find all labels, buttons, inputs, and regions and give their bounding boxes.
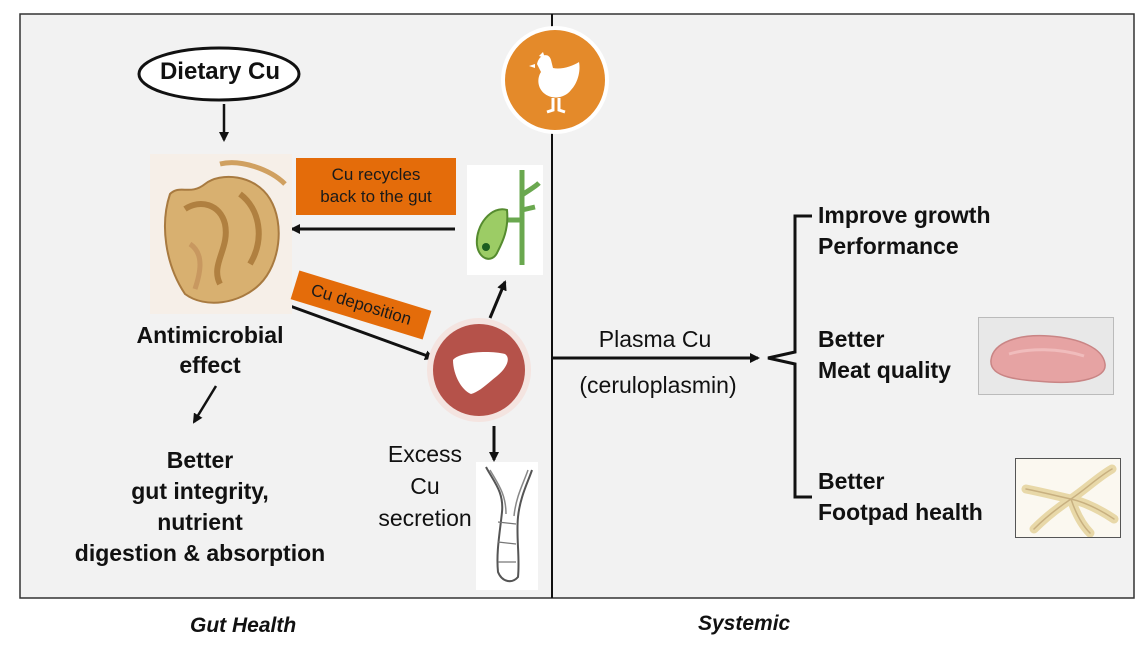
bile-duct-illustration — [476, 462, 538, 590]
dietary-cu-label: Dietary Cu — [159, 58, 281, 85]
caption-systemic: Systemic — [698, 612, 791, 635]
arrow-deposition — [289, 304, 435, 360]
excess-cu-label: Excess Cu secretion — [370, 438, 480, 534]
outcome-meat: Better Meat quality — [818, 324, 951, 386]
benefit-line4: digestion & absorption — [74, 540, 326, 566]
outcome-meat-line1: Better — [818, 326, 885, 352]
excess-line3: secretion — [378, 505, 472, 531]
benefit-line1: Better — [166, 447, 234, 473]
intestine-photo — [150, 154, 292, 314]
effect-line1: Antimicrobial — [136, 322, 284, 348]
arrow-effect-to-benefit — [192, 385, 218, 424]
outcome-footpad-line2: Footpad health — [818, 499, 983, 525]
recycle-label-line2: back to the gut — [320, 187, 432, 206]
caption-gut-health: Gut Health — [190, 614, 297, 637]
liver-icon — [427, 318, 531, 422]
outcome-footpad-line1: Better — [818, 468, 885, 494]
gallbladder-illustration — [467, 165, 543, 275]
chicken-foot-photo — [1015, 458, 1121, 538]
excess-line2: Cu — [410, 473, 440, 499]
plasma-cu-label: Plasma Cu — [598, 326, 712, 352]
outcome-growth: Improve growth Performance — [818, 200, 991, 262]
meat-photo — [978, 317, 1114, 395]
excess-line1: Excess — [387, 441, 463, 467]
outcome-growth-line1: Improve growth — [818, 202, 991, 228]
ceruloplasmin-label: (ceruloplasmin) — [579, 372, 737, 398]
recycle-label-box: Cu recycles back to the gut — [296, 158, 456, 215]
outcome-footpad: Better Footpad health — [818, 466, 983, 528]
recycle-label-line1: Cu recycles — [331, 165, 421, 184]
benefit-line2: gut integrity, — [131, 478, 269, 504]
antimicrobial-effect-label: Antimicrobial effect — [110, 320, 310, 380]
outcome-bracket — [767, 214, 812, 499]
benefit-line3: nutrient — [157, 509, 243, 535]
outcome-growth-line2: Performance — [818, 233, 959, 259]
dietary-cu-ellipse — [137, 46, 301, 102]
chicken-icon — [501, 26, 609, 134]
gut-benefit-label: Better gut integrity, nutrient digestion… — [30, 445, 370, 569]
arrow-liver-to-gallbladder — [488, 280, 507, 319]
effect-line2: effect — [179, 352, 241, 378]
outcome-meat-line2: Meat quality — [818, 357, 951, 383]
